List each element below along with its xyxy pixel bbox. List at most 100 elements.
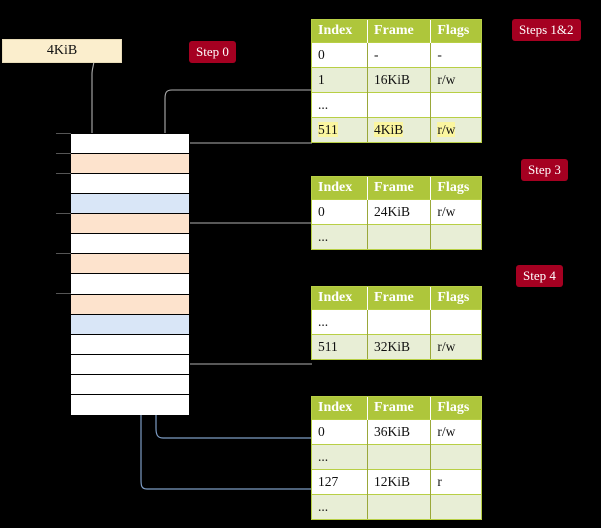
memory-frame-row-6 [71, 254, 189, 275]
table-row[interactable]: 511 4KiB r/w [312, 117, 481, 142]
badge-step-4: Step 4 [516, 265, 563, 287]
table-row[interactable]: 0-- [312, 42, 481, 68]
table-row[interactable]: ... [312, 92, 481, 118]
memory-tick-4 [56, 213, 71, 214]
memory-tick-8 [56, 293, 71, 294]
cell-index: 511 [312, 117, 369, 142]
cell-frame [367, 494, 432, 519]
memory-frame-row-3 [71, 194, 189, 215]
column-header-index: Index [312, 177, 369, 200]
memory-frame-row-2 [71, 174, 189, 195]
badge-steps-1-2: Steps 1&2 [512, 19, 581, 41]
cell-flags: r [430, 469, 481, 495]
cell-flags: r/w [430, 419, 481, 445]
badge-step-0-label: Step 0 [196, 44, 229, 59]
cell-index: 511 [312, 334, 369, 359]
cell-index: 0 [312, 419, 369, 445]
table-row[interactable]: ... [312, 444, 481, 470]
column-header-index: Index [312, 20, 369, 43]
cell-frame [367, 309, 432, 335]
cell-index: ... [312, 224, 369, 249]
cell-frame: 12KiB [367, 469, 432, 495]
badge-step-3: Step 3 [521, 159, 568, 181]
memory-frame-row-9 [71, 314, 189, 335]
column-header-flags: Flags [430, 287, 481, 310]
cell-frame [367, 444, 432, 470]
virtual-address-box: 4KiB [2, 39, 122, 63]
cell-frame: 24KiB [367, 199, 432, 225]
cell-flags: r/w [430, 117, 481, 142]
cell-frame [367, 224, 432, 249]
table-row[interactable]: ... [312, 224, 481, 249]
cell-index: ... [312, 444, 369, 470]
cell-index: ... [312, 92, 369, 118]
wire-l2-to-memory [181, 310, 312, 365]
table-row[interactable]: ... [312, 309, 481, 335]
cell-index: 0 [312, 199, 369, 225]
cell-flags: r/w [430, 199, 481, 225]
cell-flags [430, 224, 481, 249]
cell-frame: 4KiB [367, 117, 432, 142]
highlighted-value: 4KiB [374, 122, 404, 137]
cell-flags [430, 494, 481, 519]
cell-flags: - [430, 42, 481, 68]
column-header-index: Index [312, 397, 369, 420]
memory-frame-row-5 [71, 234, 189, 255]
column-header-frame: Frame [367, 397, 432, 420]
virtual-address-label: 4KiB [46, 43, 78, 58]
cell-flags [430, 309, 481, 335]
memory-frame-row-0 [71, 134, 189, 155]
memory-frame-row-8 [71, 294, 189, 315]
column-header-index: Index [312, 287, 369, 310]
memory-frame-row-13 [71, 394, 189, 415]
memory-tick-6 [56, 253, 71, 254]
cell-flags [430, 92, 481, 118]
cell-index: 127 [312, 469, 369, 495]
column-header-flags: Flags [430, 397, 481, 420]
wire-l3-to-memory [181, 222, 312, 258]
memory-tick-1 [56, 153, 71, 154]
table-row[interactable]: ... [312, 494, 481, 519]
cell-index: ... [312, 309, 369, 335]
memory-frame-row-1 [71, 154, 189, 175]
cell-frame: 32KiB [367, 334, 432, 359]
badge-step-0: Step 0 [189, 41, 236, 63]
column-header-flags: Flags [430, 177, 481, 200]
cell-flags [430, 444, 481, 470]
memory-tick-2 [56, 173, 71, 174]
cell-index: ... [312, 494, 369, 519]
cell-frame: 16KiB [367, 67, 432, 93]
highlighted-value: r/w [437, 122, 456, 137]
column-header-flags: Flags [430, 20, 481, 43]
column-header-frame: Frame [367, 20, 432, 43]
memory-frame-row-12 [71, 374, 189, 395]
column-header-frame: Frame [367, 177, 432, 200]
cell-frame [367, 92, 432, 118]
badge-steps-1-2-label: Steps 1&2 [519, 22, 574, 37]
cell-frame: - [367, 42, 432, 68]
cell-frame: 36KiB [367, 419, 432, 445]
memory-tick-0 [56, 133, 71, 134]
physical-memory-column [70, 133, 190, 415]
badge-step-3-label: Step 3 [528, 162, 561, 177]
badge-step-4-label: Step 4 [523, 268, 556, 283]
cell-index: 1 [312, 67, 369, 93]
cell-flags: r/w [430, 334, 481, 359]
cell-flags: r/w [430, 67, 481, 93]
highlighted-value: 511 [318, 122, 338, 137]
column-header-frame: Frame [367, 287, 432, 310]
cell-index: 0 [312, 42, 369, 68]
